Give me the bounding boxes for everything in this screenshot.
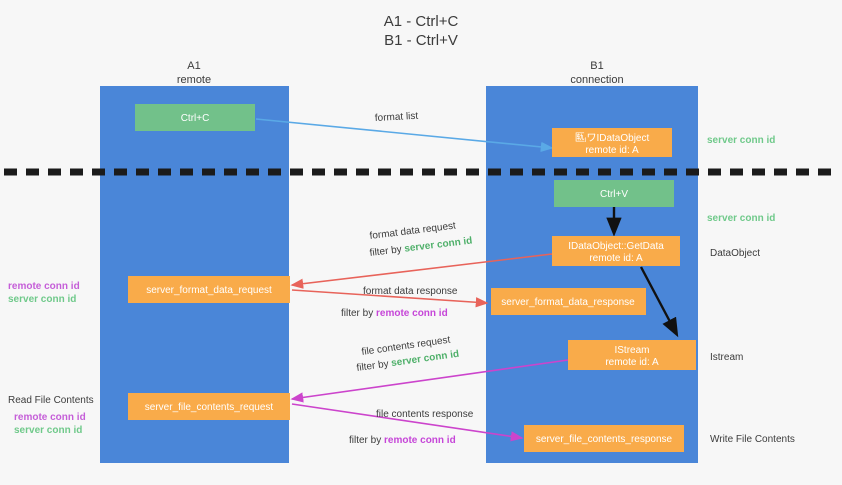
box-ctrl-v[interactable] — [554, 180, 674, 207]
box-ctrl-c-label: Ctrl+C — [181, 113, 210, 124]
left-label-read-file-contents: Read File Contents — [8, 395, 94, 406]
title-line-1: A1 - Ctrl+C — [384, 13, 459, 30]
filter-prefix-1: filter by — [369, 244, 405, 259]
filter-value-2: remote conn id — [376, 308, 448, 319]
box-istream-label-1: IStream — [614, 345, 649, 356]
box-server-file-contents-request[interactable] — [128, 393, 290, 420]
lane-a1-role: remote — [177, 74, 211, 86]
box-server-format-data-request[interactable] — [128, 276, 290, 303]
box-idataobject-getdata[interactable] — [552, 236, 680, 266]
arrow-file-contents-request — [290, 359, 569, 403]
box-server-file-contents-response[interactable] — [524, 425, 684, 452]
left-label-server-conn-id-mid: server conn id — [8, 294, 76, 305]
filter-prefix-4: filter by — [349, 435, 384, 446]
left-label-remote-conn-id-mid: remote conn id — [8, 281, 80, 292]
box-server-format-data-request-label: server_format_data_request — [146, 285, 272, 296]
box-idataobject-top-label-1: 匦ⱼワIDataObject — [575, 132, 650, 144]
right-label-server-conn-id-mid: server conn id — [707, 213, 775, 224]
label-file-contents-response-filter: filter by remote conn id — [349, 435, 456, 446]
box-istream[interactable] — [568, 340, 696, 370]
box-server-file-contents-response-label: server_file_contents_response — [536, 434, 673, 445]
right-label-write-file-contents: Write File Contents — [710, 434, 795, 445]
left-label-server-conn-id-low: server conn id — [14, 425, 82, 436]
box-server-format-data-response-label: server_format_data_response — [501, 297, 635, 308]
title-line-2: B1 - Ctrl+V — [384, 32, 458, 49]
right-label-dataobject: DataObject — [710, 248, 760, 259]
right-label-server-conn-id-top: server conn id — [707, 135, 775, 146]
filter-value-4: remote conn id — [384, 435, 456, 446]
box-server-file-contents-request-label: server_file_contents_request — [145, 402, 274, 413]
box-istream-label-2: remote id: A — [605, 357, 659, 368]
lane-b1-role: connection — [570, 74, 623, 86]
lane-a1-name: A1 — [187, 60, 200, 72]
filter-value-1: server conn id — [404, 235, 473, 254]
arrow-format-list — [255, 118, 554, 153]
box-server-format-data-response[interactable] — [491, 288, 646, 315]
box-idataobject-top-label-2: remote id: A — [585, 145, 639, 156]
arrow-file-contents-response — [291, 403, 524, 442]
label-format-data-response-filter: filter by remote conn id — [341, 308, 448, 319]
label-format-data-response: format data response — [363, 286, 458, 297]
left-label-remote-conn-id-low: remote conn id — [14, 412, 86, 423]
box-idataobject-top[interactable] — [552, 128, 672, 157]
arrow-format-data-response — [291, 289, 489, 308]
filter-prefix-2: filter by — [341, 308, 376, 319]
box-ctrl-v-label: Ctrl+V — [600, 189, 628, 200]
box-ctrl-c[interactable] — [135, 104, 255, 131]
box-idataobject-getdata-label-2: remote id: A — [589, 253, 643, 264]
box-idataobject-getdata-label-1: IDataObject::GetData — [568, 241, 664, 252]
arrow-format-data-request — [290, 253, 553, 289]
lane-b1-name: B1 — [590, 60, 603, 72]
label-file-contents-response: file contents response — [376, 409, 474, 420]
filter-prefix-3: filter by — [356, 358, 392, 374]
arrow-getdata-to-istream — [639, 266, 679, 338]
right-label-istream: Istream — [710, 352, 743, 363]
label-format-list: format list — [375, 111, 419, 124]
